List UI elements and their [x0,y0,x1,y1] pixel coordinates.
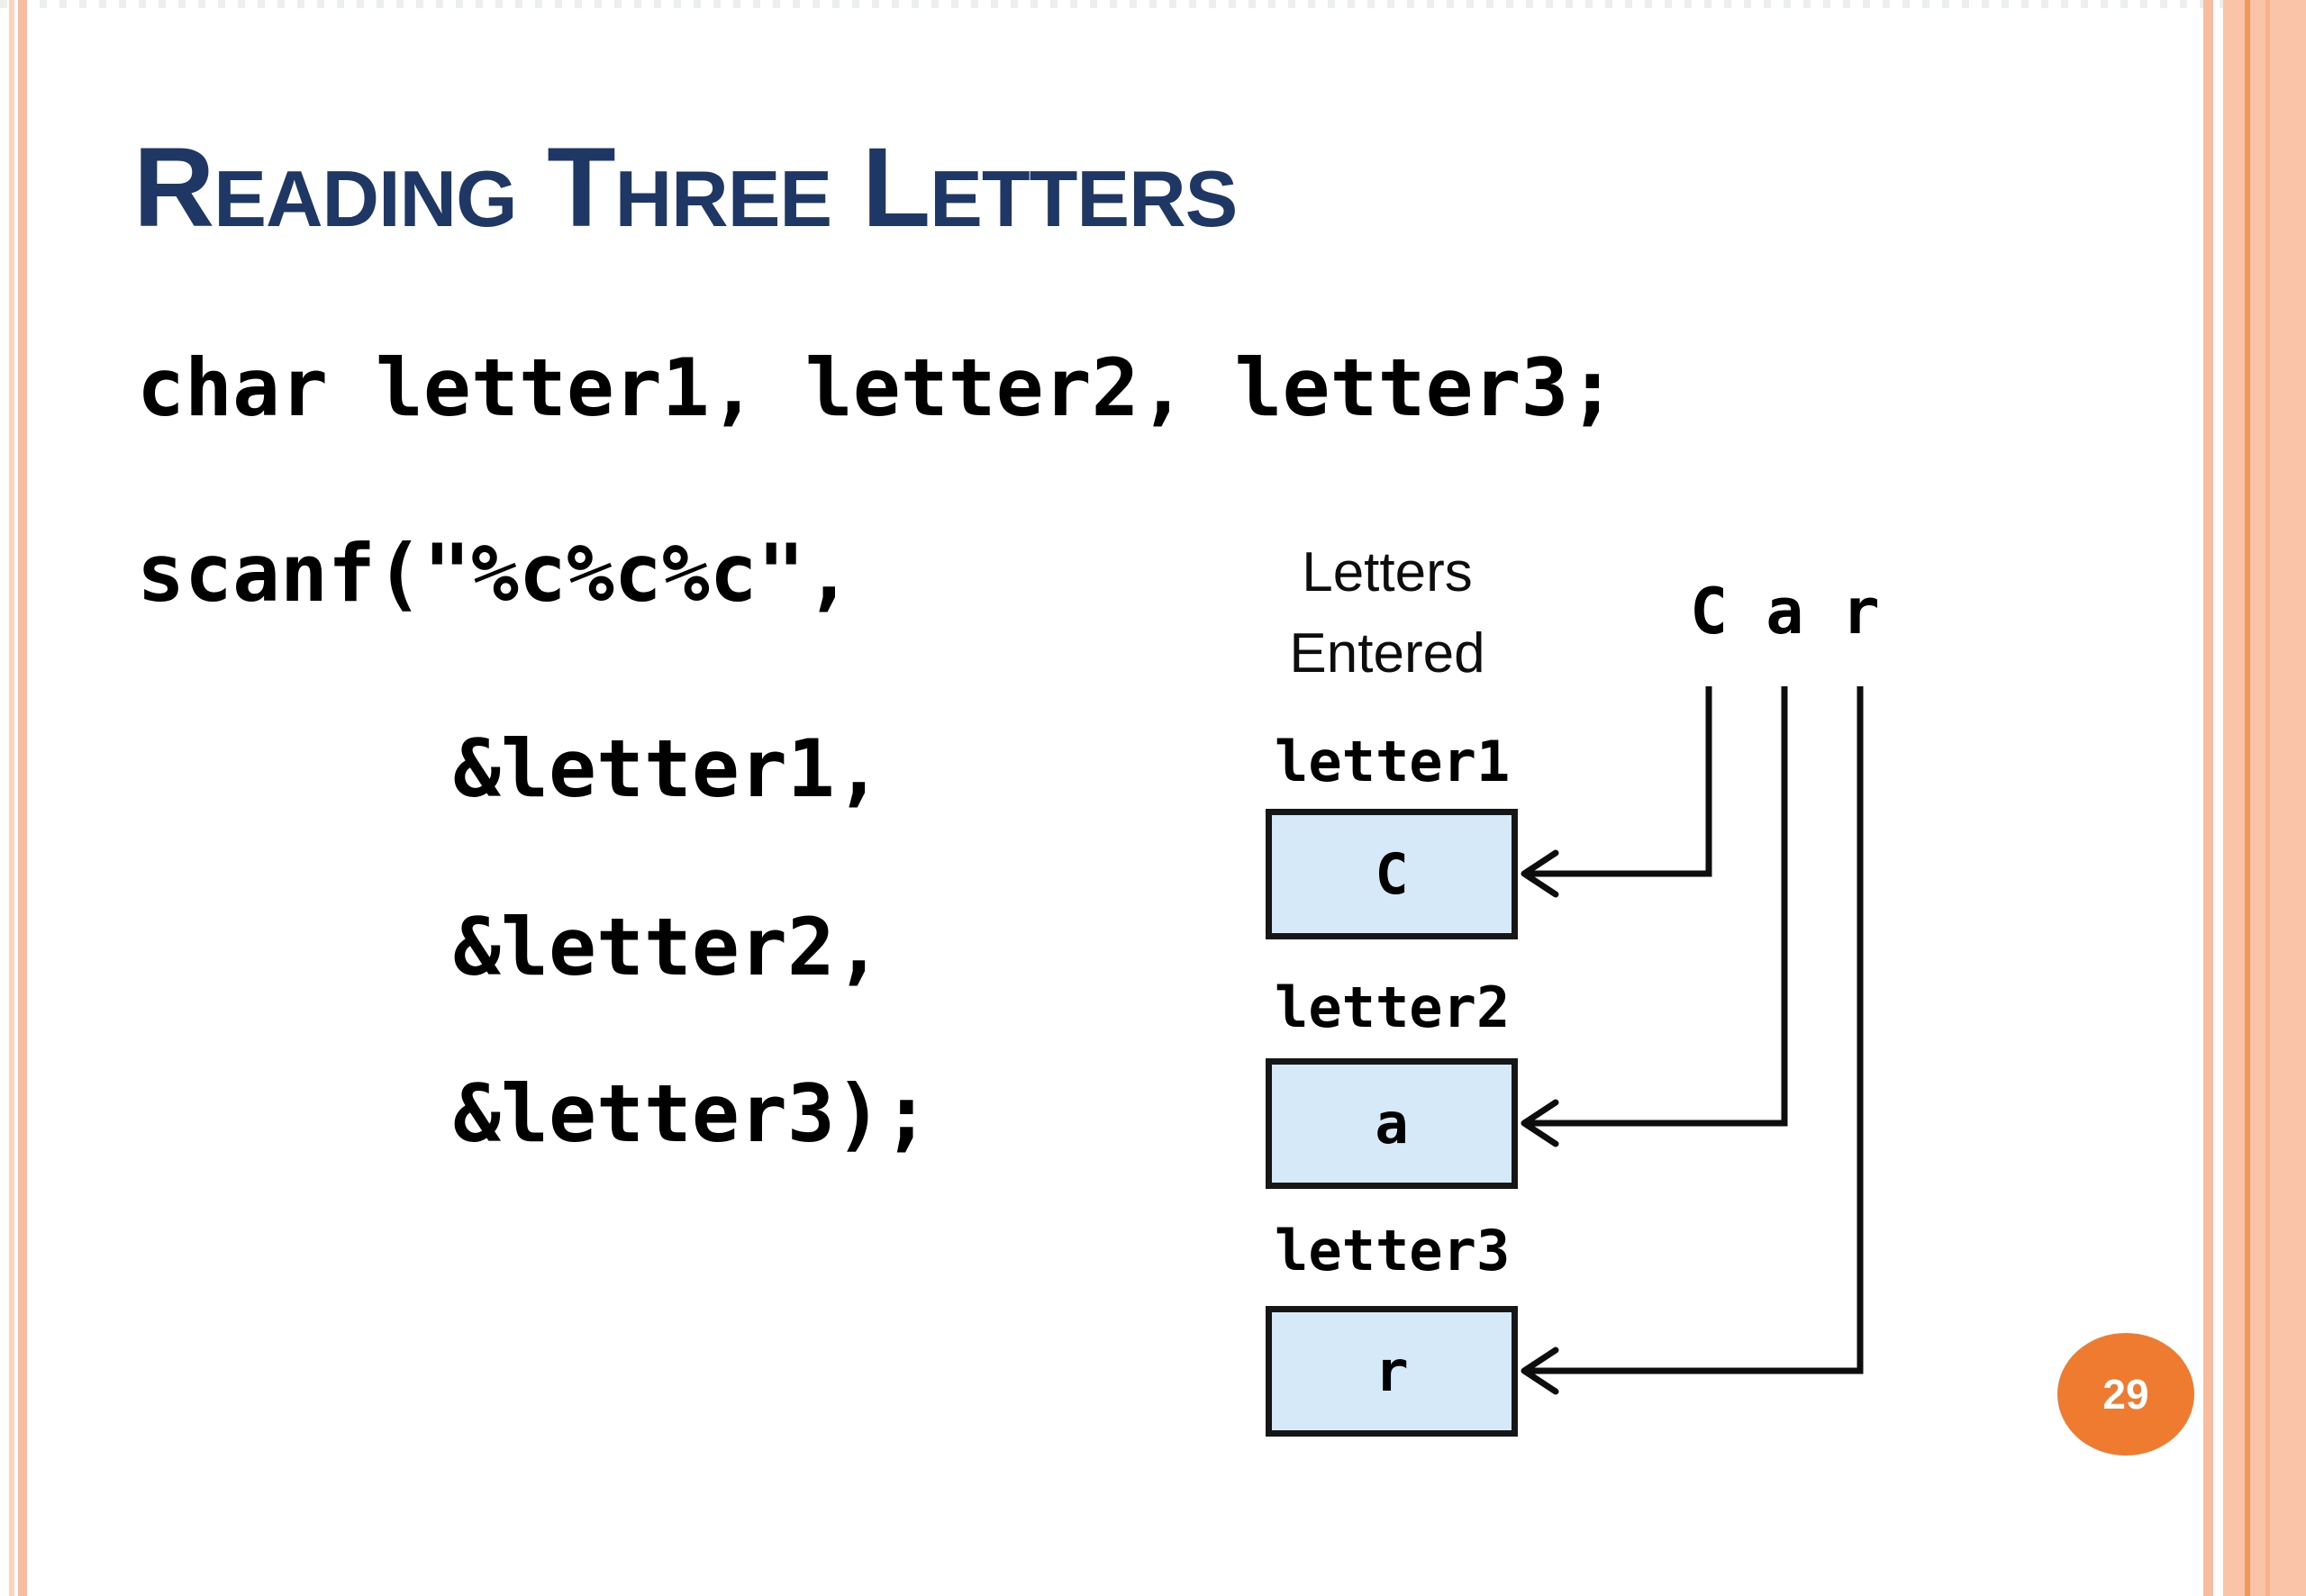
code-line-arg-letter1: &letter1, [453,722,883,815]
code-line-scanf: scanf("%c%c%c", [137,527,853,620]
arrow-line-r-to-letter3 [1524,686,1864,1374]
right-border-band [2223,0,2306,1596]
left-border-stripe-outer [9,0,14,1596]
caption-line-1: Letters [1302,541,1473,603]
var-label-letter2: letter2 [1275,975,1511,1040]
memory-cell-letter3: r [1266,1306,1518,1437]
code-line-arg-letter2: &letter2, [453,901,883,993]
entered-characters: C a r [1690,575,1880,648]
caption-line-2: Entered [1289,621,1485,685]
slide-title: Reading Three Letters [133,125,1238,250]
code-line-arg-letter3: &letter3); [453,1067,931,1160]
cell-value-letter1: C [1375,841,1409,907]
left-border-stripe-inner [18,0,27,1596]
memory-cell-letter2: a [1266,1058,1518,1189]
arrow-line-a-to-letter2 [1524,686,1788,1127]
right-border-stripe [2203,0,2213,1596]
page-number: 29 [2102,1371,2149,1418]
memory-cell-letter1: C [1266,809,1518,939]
var-label-letter3: letter3 [1275,1218,1511,1283]
page-number-badge: 29 [2057,1333,2194,1455]
arrowhead-letter3 [1521,1347,1559,1395]
cell-value-letter3: r [1375,1338,1409,1404]
top-border-pattern [0,0,2306,8]
cell-value-letter2: a [1375,1091,1409,1156]
var-label-letter1: letter1 [1275,729,1511,794]
arrowhead-letter2 [1521,1099,1559,1147]
letters-entered-caption: Letters Entered [1257,532,1518,694]
code-line-declaration: char letter1, letter2, letter3; [137,341,1617,434]
arrowhead-letter1 [1521,849,1559,898]
arrow-line-c-to-letter1 [1524,686,1712,877]
